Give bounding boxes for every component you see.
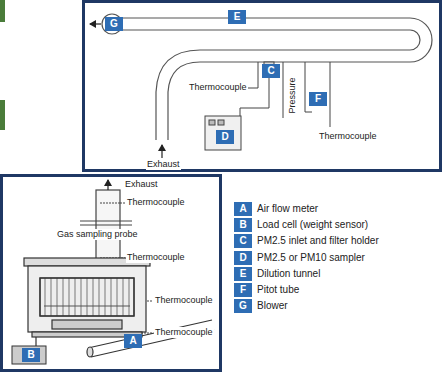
dilution-tunnel [122,30,420,140]
callout-letter-text: E [228,10,246,24]
load-cell [12,346,46,364]
legend-key-box: EDilution tunnel [234,267,252,281]
legend-key-box: BLoad cell (weight sensor) [234,218,252,232]
stove-body [35,337,36,346]
sensor-lines [80,221,132,222]
load-cell [12,346,46,364]
sampler [209,120,215,125]
callout-letter-text: D [216,130,234,144]
legend-description: PM2.5 or PM10 sampler [257,251,365,265]
callout-letter-text: C [234,234,252,248]
stove-body [40,278,134,316]
legend-description: Pitot tube [257,283,299,297]
panel-frame: ExhaustThermocoupleGas sampling probeThe… [0,174,222,372]
air-pipe [87,320,214,357]
dilution-tunnel [122,18,432,140]
sampling-lines [258,62,259,88]
callout-letter-text: D [234,251,252,265]
callout-letter: C [262,64,280,78]
blower [102,14,122,34]
callout-letter-text: A [234,202,252,216]
legend-key-box: GBlower [234,299,252,313]
callout-letter: B [22,348,40,362]
callout-letter-text: C [262,64,280,78]
slide-fragment [0,0,5,22]
panel-label: Thermocouple [154,295,214,306]
callout-letter-text: B [234,218,252,232]
panel-label: Pressure [287,76,298,114]
legend-description: Blower [257,299,288,313]
stove-body [44,305,130,306]
sampler [205,116,241,150]
sampler [205,116,241,150]
dilution-tunnel [122,18,432,140]
panel-label: Thermocouple [188,82,248,93]
flow-arrow [107,180,108,190]
blower [102,14,122,34]
callout-letter: F [309,92,327,106]
sampling-lines [305,62,306,112]
panel-label: Exhaust [124,179,159,190]
sampling-lines [240,108,241,116]
stove-body [52,320,122,329]
legend-key-box: FPitot tube [234,283,252,297]
legend-key-box: DPM2.5 or PM10 sampler [234,251,252,265]
panel-label: Exhaust [146,159,181,170]
flow-arrow [107,180,108,190]
flow-arrow [90,24,162,158]
callout-letter-text: F [309,92,327,106]
stove-body [40,278,134,316]
callout-letter-text: G [105,17,123,31]
stove-body [24,258,150,346]
slide-fragment [0,0,5,130]
legend-description: Air flow meter [257,202,318,216]
sampling-lines [330,62,331,127]
sampling-lines [269,78,270,108]
sampler [218,120,224,125]
slide-fragment [0,100,5,130]
callout-letter: G [105,17,123,31]
panel-label: Thermocouple [126,197,186,208]
sensor-lines [100,203,120,204]
sampling-lines [240,62,330,127]
callout-letter: A [124,334,142,348]
callout-letter-text: A [124,334,142,348]
panel-label: Thermocouple [126,252,186,263]
legend-description: PM2.5 inlet and filter holder [257,234,379,248]
sensor-lines [80,225,132,226]
callout-letter-text: G [234,299,252,313]
sensor-lines [120,203,125,204]
callout-letter-text: E [234,267,252,281]
sampling-lines [283,62,284,118]
callout-letter: E [228,10,246,24]
legend-key-box: CPM2.5 inlet and filter holder [234,234,252,248]
callout-letter-text: B [22,348,40,362]
sampling-lines [305,112,312,113]
flow-arrow [90,23,101,24]
air-pipe [87,347,93,357]
legend-description: Dilution tunnel [257,267,320,281]
panel-label: Thermocouple [154,327,214,338]
panel-label: Thermocouple [318,131,378,142]
panel-label: Gas sampling probe [56,229,139,240]
panel-frame: ThermocouplePressureThermocoupleExhaustE… [82,0,442,172]
legend-description: Load cell (weight sensor) [257,218,368,232]
callout-letter: D [216,130,234,144]
legend-key-box: AAir flow meter [234,202,252,216]
flow-arrow [161,145,162,158]
stove-body [28,266,146,332]
sampling-lines [240,108,269,109]
callout-letter-text: F [234,283,252,297]
